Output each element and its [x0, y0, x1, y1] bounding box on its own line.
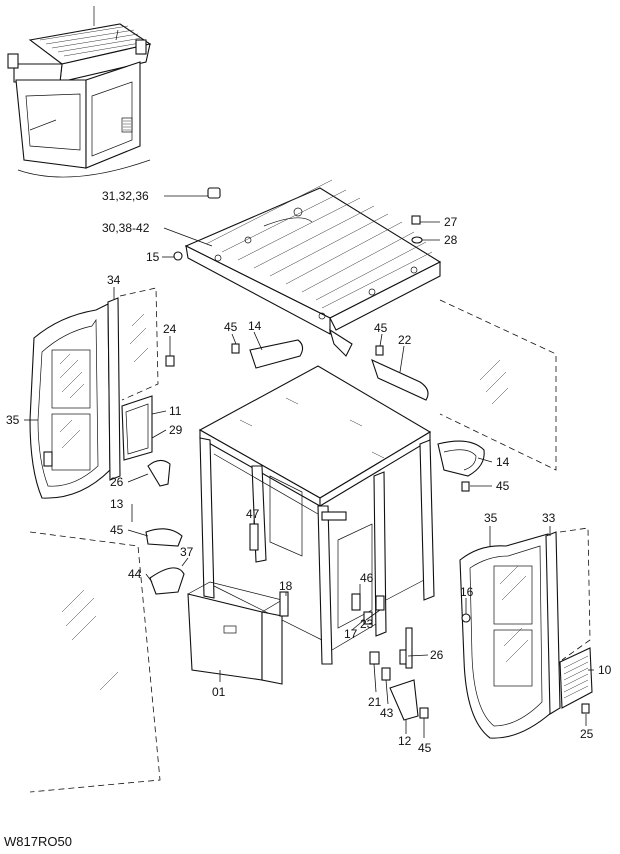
callout-37: 37 — [180, 545, 194, 559]
callout-31-32-36: 31,32,36 — [102, 189, 149, 203]
bolt-45-b — [375, 345, 384, 356]
callout-18: 18 — [279, 579, 293, 593]
assembled-cab-thumbnail — [7, 6, 152, 178]
callout-labels: 31,32,36 30,38-42 27 28 15 34 24 45 14 4… — [6, 189, 612, 755]
roof-knob — [207, 187, 221, 199]
callout-23: 23 — [360, 617, 374, 631]
bolt-24 — [165, 355, 175, 367]
left-door — [29, 303, 111, 499]
door-strip — [107, 297, 121, 481]
catch-17 — [363, 611, 373, 625]
strut-26 — [405, 627, 413, 669]
leader-lines — [24, 195, 594, 738]
bolt-27 — [411, 215, 421, 225]
right-rear-glass — [439, 299, 557, 471]
callout-46: 46 — [360, 571, 374, 585]
bolt-25 — [581, 703, 590, 714]
callout-14-right: 14 — [496, 455, 510, 469]
callout-35-left: 35 — [6, 413, 20, 427]
rod-13 — [145, 528, 183, 547]
callout-11: 11 — [169, 404, 182, 418]
callout-10: 10 — [598, 663, 612, 677]
callout-47: 47 — [246, 507, 260, 521]
floor-box — [187, 581, 283, 685]
grab-handle-14-top — [249, 339, 304, 369]
callout-12: 12 — [398, 734, 412, 748]
left-side-glass — [119, 287, 159, 401]
right-door-strip — [545, 531, 561, 715]
panel-11 — [121, 395, 153, 461]
right-door — [459, 533, 553, 739]
callout-27: 27 — [444, 215, 458, 229]
callout-45-top-left: 45 — [224, 320, 238, 334]
callout-13: 13 — [110, 497, 124, 511]
callout-22: 22 — [398, 333, 412, 347]
callout-15: 15 — [146, 250, 160, 264]
louver-panel — [559, 647, 593, 709]
figure-code: W817RO50 — [4, 834, 72, 849]
bolt-45-a — [231, 343, 240, 354]
stop-21 — [369, 651, 380, 665]
bolt-43 — [381, 667, 391, 681]
bracket-18 — [279, 591, 289, 617]
callout-45-bottom: 45 — [418, 741, 432, 755]
latch-46 — [351, 593, 361, 611]
bolt-45-c — [461, 481, 470, 492]
cab-frame — [198, 365, 435, 665]
callout-35-right: 35 — [484, 511, 498, 525]
callout-29: 29 — [169, 423, 183, 437]
seal-15 — [173, 251, 183, 261]
bolt-45-e — [419, 707, 429, 719]
latch-23 — [375, 595, 385, 611]
callout-25: 25 — [580, 727, 594, 741]
mount-bar — [321, 511, 347, 521]
right-side-glass — [559, 527, 591, 661]
callout-26-right: 26 — [430, 648, 444, 662]
callout-16: 16 — [460, 585, 474, 599]
callout-24: 24 — [163, 322, 177, 336]
callout-30-38-42: 30,38-42 — [102, 221, 150, 235]
callout-34: 34 — [107, 273, 121, 287]
mat-37 — [149, 567, 185, 595]
rod-12 — [389, 679, 419, 721]
callout-44: 44 — [128, 567, 142, 581]
grab-handle-14-right — [437, 440, 485, 477]
callout-28: 28 — [444, 233, 458, 247]
washer-28 — [411, 236, 423, 244]
callout-01: 01 — [212, 685, 226, 699]
front-glass — [29, 531, 161, 793]
callout-26-left: 26 — [110, 475, 124, 489]
bracket-47 — [249, 523, 259, 551]
callout-33: 33 — [542, 511, 556, 525]
callout-17: 17 — [344, 627, 358, 641]
hose-26 — [147, 459, 171, 487]
grab-handle-22 — [371, 358, 429, 401]
callout-21: 21 — [368, 695, 382, 709]
callout-14-top: 14 — [248, 319, 262, 333]
callout-45-top-right: 45 — [374, 321, 388, 335]
callout-45-right: 45 — [496, 479, 510, 493]
callout-45-left: 45 — [110, 523, 124, 537]
roof-panel — [184, 179, 442, 357]
callout-43: 43 — [380, 706, 394, 720]
